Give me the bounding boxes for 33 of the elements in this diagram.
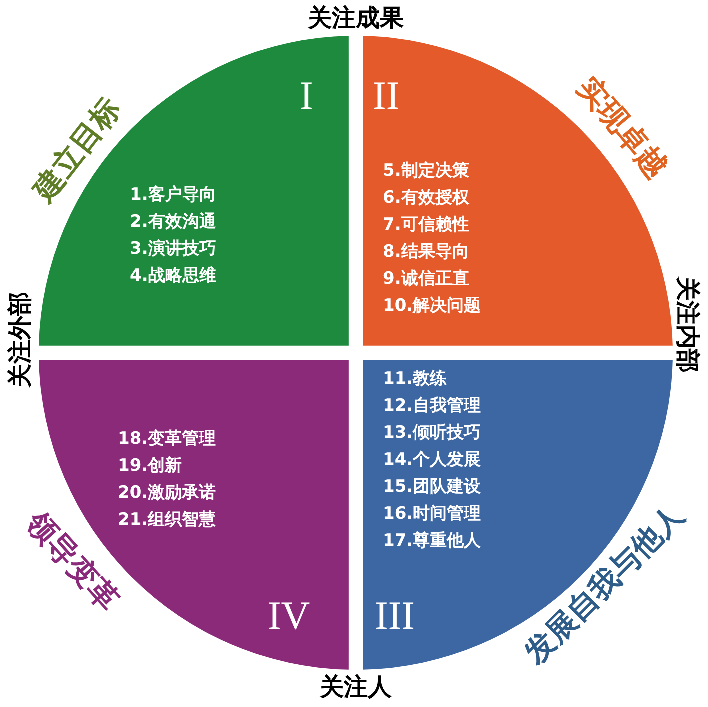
competency-item: 8.结果导向 <box>383 240 470 263</box>
competency-item: 21.组织智慧 <box>118 509 216 531</box>
quadrant-heading: 发展自我与他人 <box>518 498 692 672</box>
competency-item: 18.变革管理 <box>118 428 216 450</box>
competency-item: 7.可信赖性 <box>383 214 470 236</box>
quadrant-heading: 实现卓越 <box>570 71 674 185</box>
competency-item: 15.团队建设 <box>383 476 482 498</box>
competency-item: 4.战略思维 <box>130 264 216 287</box>
competency-item: 11.教练 <box>383 368 448 390</box>
competency-item: 14.个人发展 <box>383 449 482 471</box>
roman-numeral: II <box>373 74 400 118</box>
competency-item: 17.尊重他人 <box>383 530 482 552</box>
competency-item: 1.客户导向 <box>130 184 216 206</box>
axis-label: 关注外部 <box>6 292 34 388</box>
competency-item: 2.有效沟通 <box>130 210 216 233</box>
competency-item: 19.创新 <box>118 455 182 477</box>
competency-item: 10.解决问题 <box>383 294 482 317</box>
competency-item: 9.诚信正直 <box>383 268 470 290</box>
competency-item: 12.自我管理 <box>383 395 482 417</box>
competency-item: 20.激励承诺 <box>118 482 216 504</box>
axis-label: 关注人 <box>320 673 392 701</box>
competency-item: 3.演讲技巧 <box>130 238 216 260</box>
quadrant-heading: 建立目标 <box>28 92 128 208</box>
competency-item: 6.有效授权 <box>383 186 470 209</box>
competency-item: 5.制定决策 <box>383 160 470 182</box>
roman-numeral: I <box>300 74 314 118</box>
axis-label: 关注内部 <box>674 277 702 373</box>
axis-label: 关注成果 <box>308 4 404 32</box>
competency-item: 16.时间管理 <box>383 503 482 525</box>
roman-numeral: IV <box>268 594 310 638</box>
quadrant-sector <box>363 36 673 346</box>
competency-item: 13.倾听技巧 <box>383 422 482 444</box>
roman-numeral: III <box>375 594 415 638</box>
